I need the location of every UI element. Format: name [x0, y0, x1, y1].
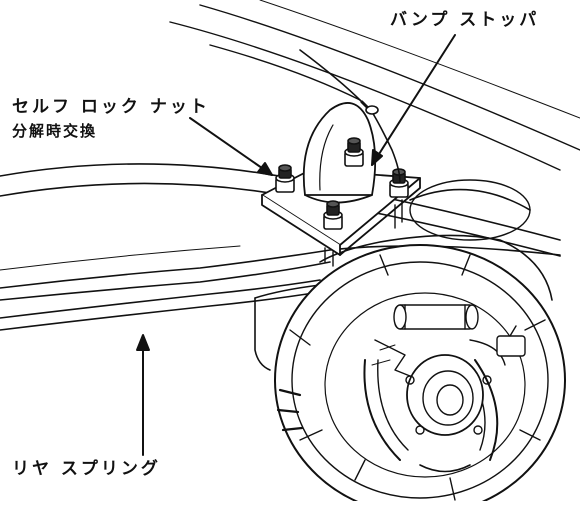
replace-on-disassembly-note: 分解時交換 [12, 122, 98, 140]
bump-stopper [302, 102, 377, 204]
rear-spring-label: リヤ スプリング [12, 459, 161, 479]
self-lock-nut [323, 200, 343, 230]
axle-housing [254, 179, 553, 371]
brake-mechanism [363, 304, 526, 473]
self-lock-nut [344, 137, 364, 167]
frame-rails [169, 0, 580, 171]
self-lock-nut-arrow [189, 117, 273, 176]
self-lock-nuts [275, 137, 409, 230]
bump-stopper-label: バンプ ストッパ [390, 10, 540, 30]
self-lock-nut [389, 168, 409, 198]
self-lock-nut [275, 164, 295, 193]
bump-stopper-arrow [371, 34, 456, 166]
self-lock-nut-label: セルフ ロック ナット [12, 97, 210, 117]
brake-hose [299, 49, 401, 183]
leader-arrows [136, 34, 456, 456]
